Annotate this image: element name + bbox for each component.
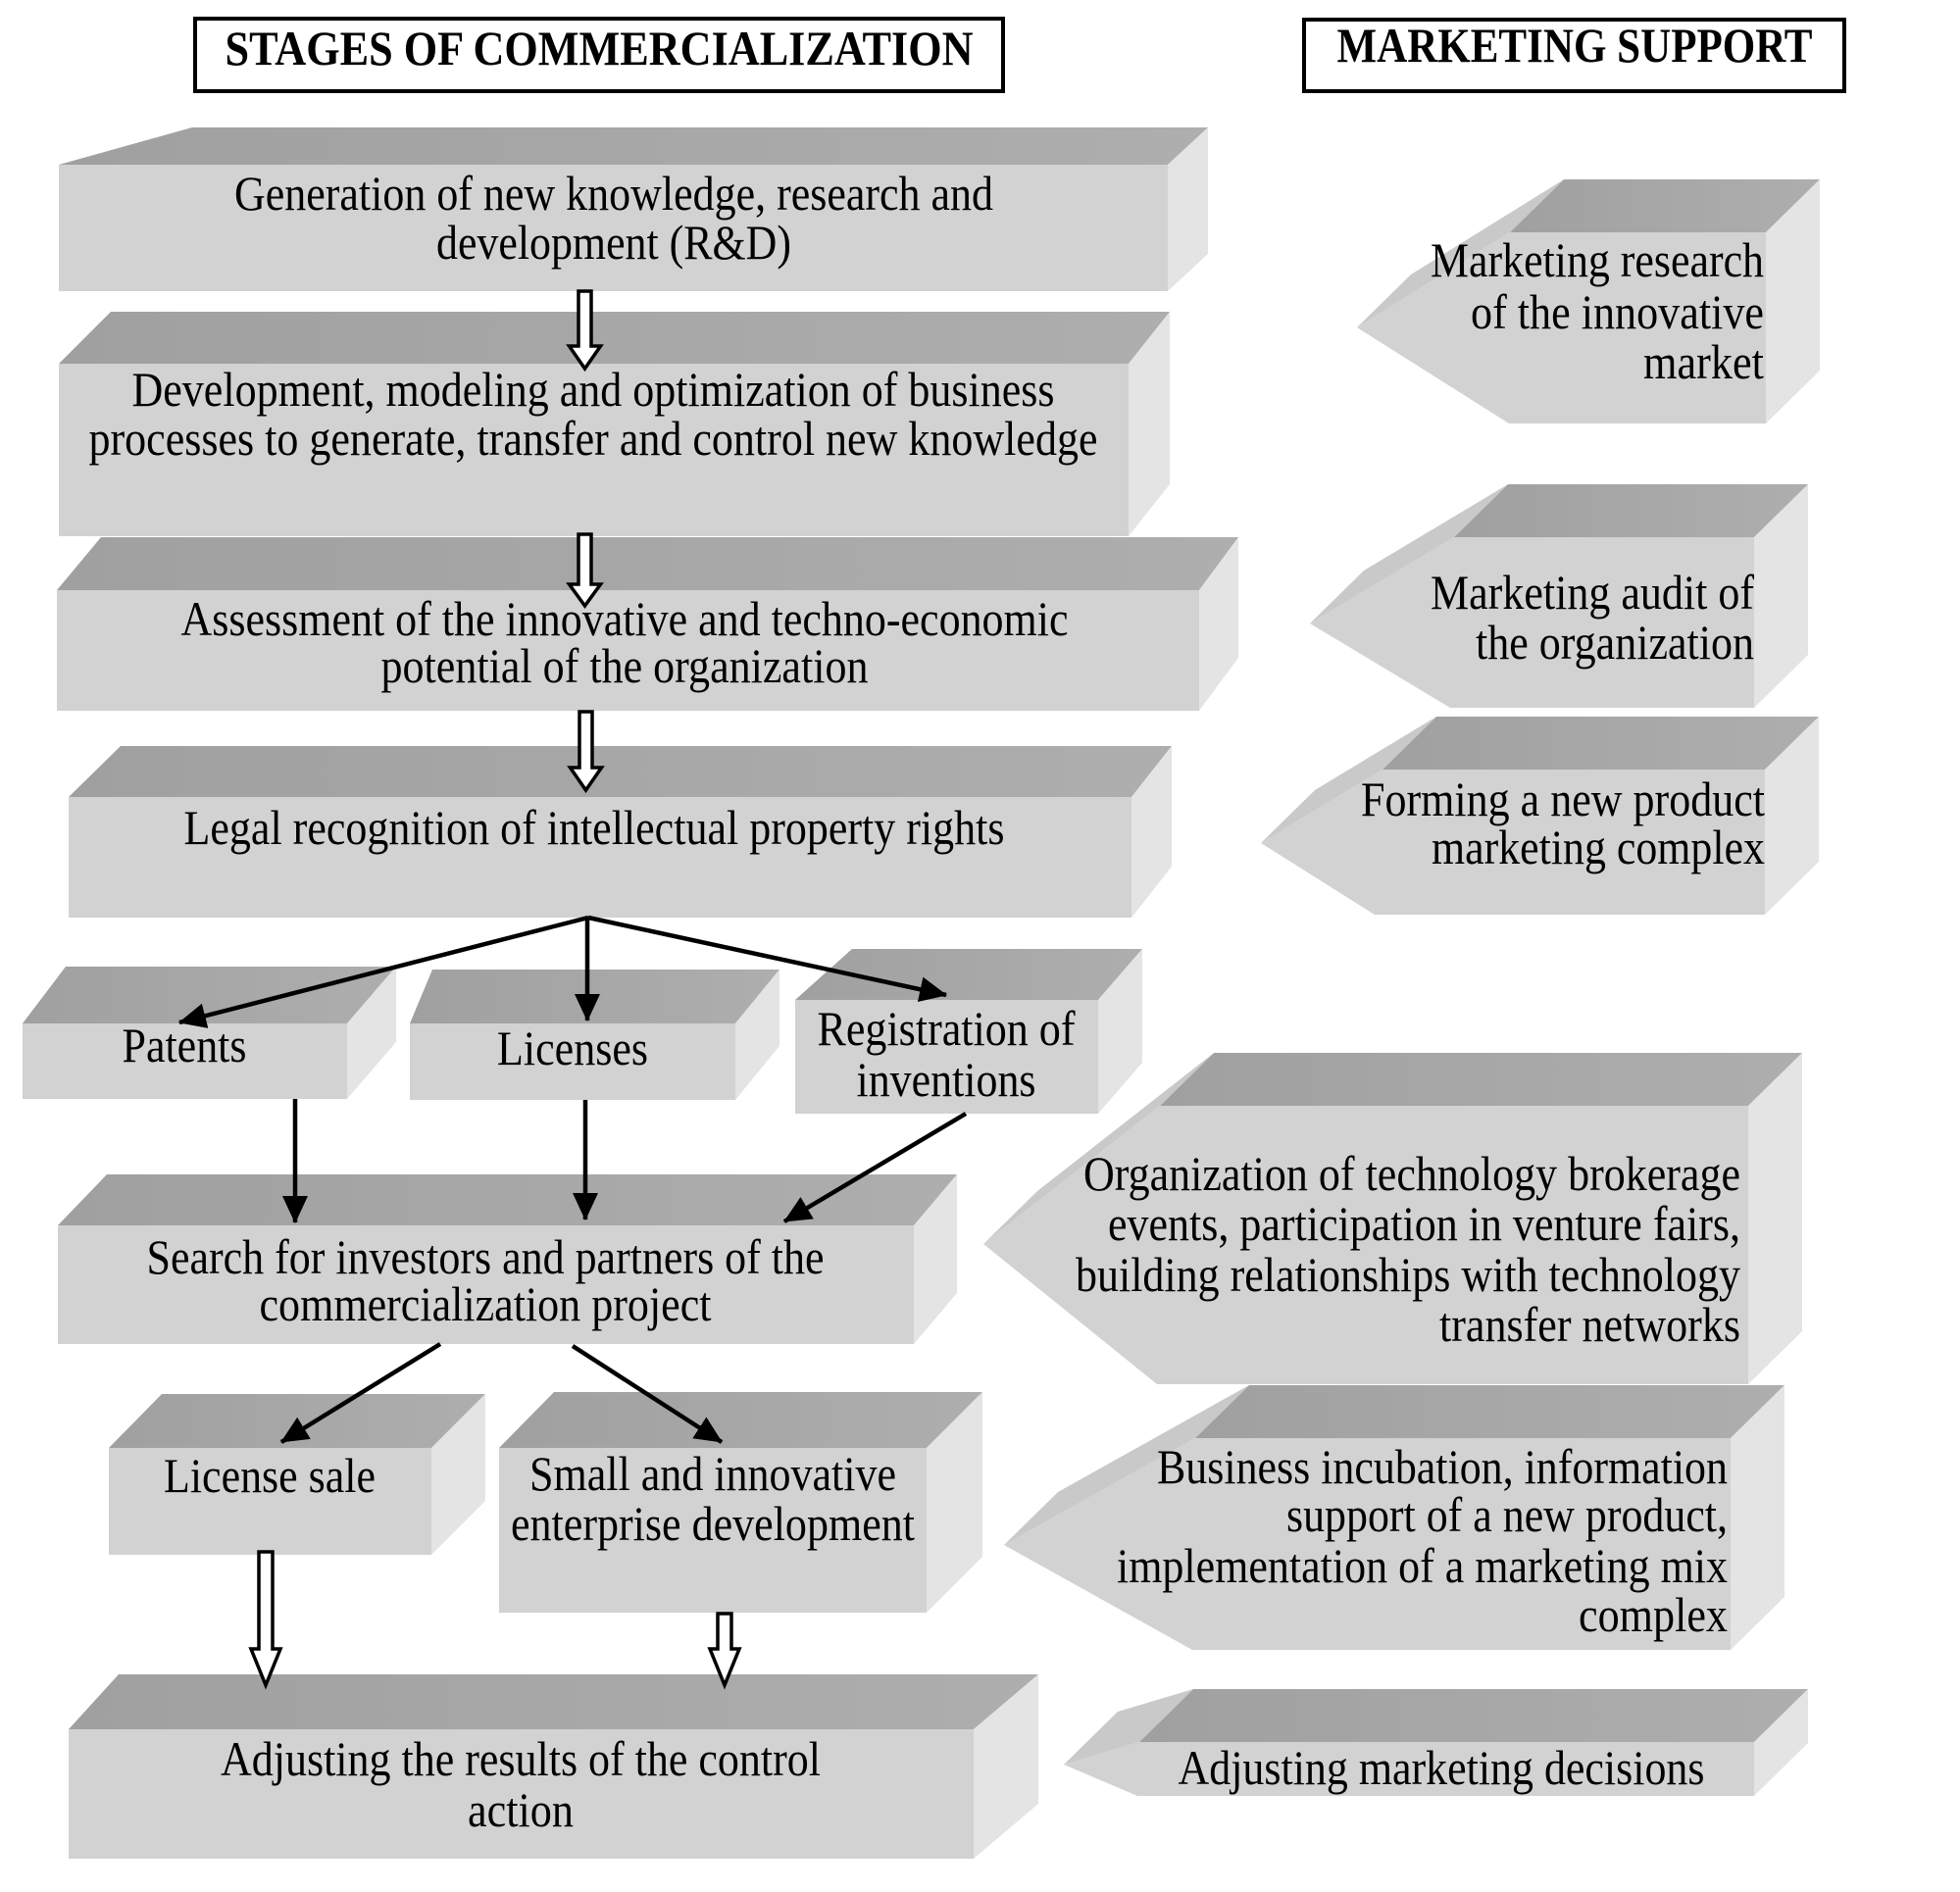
- svg-text:Registration of: Registration of: [818, 1001, 1076, 1056]
- svg-text:License sale: License sale: [164, 1448, 376, 1503]
- svg-text:implementation of a marketing: implementation of a marketing mix: [1117, 1538, 1728, 1593]
- svg-text:market: market: [1643, 334, 1764, 389]
- svg-text:enterprise development: enterprise development: [511, 1496, 915, 1551]
- svg-text:Patents: Patents: [123, 1018, 247, 1072]
- svg-text:Adjusting marketing decisions: Adjusting marketing decisions: [1179, 1740, 1705, 1795]
- svg-text:potential of the organization: potential of the organization: [381, 638, 869, 693]
- svg-text:Marketing research: Marketing research: [1431, 232, 1764, 287]
- svg-text:Small and innovative: Small and innovative: [529, 1446, 896, 1501]
- svg-text:of the innovative: of the innovative: [1471, 284, 1764, 339]
- svg-text:commercialization project: commercialization project: [260, 1276, 712, 1331]
- svg-text:complex: complex: [1579, 1587, 1728, 1642]
- svg-text:support of a new product,: support of a new product,: [1286, 1487, 1728, 1542]
- svg-text:inventions: inventions: [857, 1052, 1036, 1107]
- svg-text:Marketing audit of: Marketing audit of: [1431, 565, 1754, 620]
- svg-text:Development, modeling and opti: Development, modeling and optimization o…: [132, 362, 1055, 417]
- svg-text:STAGES OF COMMERCIALIZATION: STAGES OF COMMERCIALIZATION: [226, 21, 974, 75]
- svg-text:Licenses: Licenses: [497, 1021, 648, 1075]
- svg-text:development (R&D): development (R&D): [436, 215, 791, 270]
- svg-text:marketing complex: marketing complex: [1432, 820, 1765, 874]
- svg-text:Adjusting the results of the c: Adjusting the results of the control: [221, 1731, 821, 1786]
- svg-text:Forming a new product: Forming a new product: [1361, 772, 1765, 826]
- svg-text:Business incubation, informati: Business incubation, information: [1157, 1439, 1728, 1494]
- svg-text:MARKETING SUPPORT: MARKETING SUPPORT: [1337, 18, 1813, 73]
- svg-text:Organization of technology bro: Organization of technology brokerage: [1083, 1146, 1740, 1201]
- svg-text:building relationships with te: building relationships with technology: [1076, 1247, 1740, 1302]
- svg-text:transfer networks: transfer networks: [1439, 1297, 1740, 1352]
- svg-text:the organization: the organization: [1476, 615, 1754, 670]
- svg-text:Generation of new knowledge, r: Generation of new knowledge, research an…: [234, 166, 993, 221]
- svg-text:processes to generate, transfe: processes to generate, transfer and cont…: [89, 411, 1098, 466]
- svg-text:Search for investors and partn: Search for investors and partners of the: [147, 1229, 825, 1284]
- svg-text:Legal recognition of intellect: Legal recognition of intellectual proper…: [184, 800, 1005, 855]
- svg-text:action: action: [468, 1782, 574, 1837]
- svg-text:Assessment of the innovative a: Assessment of the innovative and techno-…: [181, 591, 1069, 646]
- svg-text:events, participation in ventu: events, participation in venture fairs,: [1108, 1196, 1740, 1251]
